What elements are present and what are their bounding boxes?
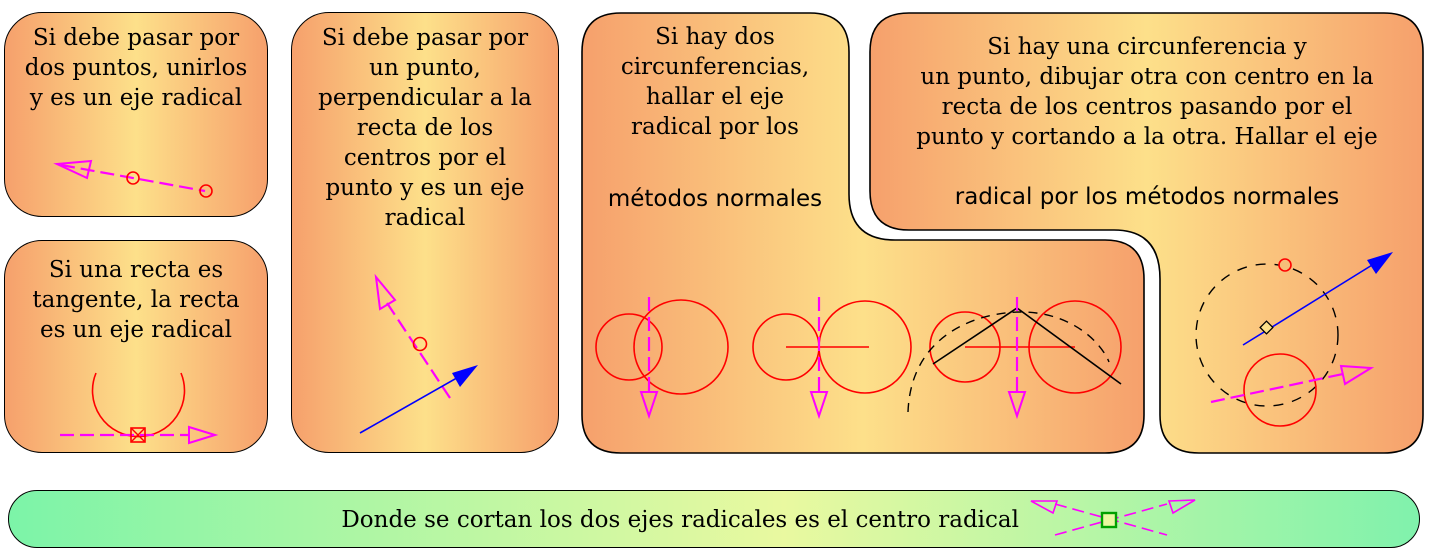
panel-two-circles-shape [581, 12, 1145, 454]
point-marker [126, 171, 140, 185]
panel-two-points: Si debe pasar por dos puntos, unirlos y … [4, 12, 268, 217]
panel-two-circles-text: Si hay dos circunferencias, hallar el ej… [620, 24, 810, 140]
auxiliary-circle [907, 311, 1110, 413]
axis-arrowhead [53, 159, 93, 180]
panel-two-circles: Si hay dos circunferencias, hallar el ej… [581, 12, 1146, 455]
panel-tangent: Si una recta es tangente, la recta es un… [4, 240, 268, 453]
axis-arrowhead [188, 425, 219, 445]
panel-two-points-text: Si debe pasar por dos puntos, unirlos y … [24, 25, 248, 111]
radical-center-diagram [1030, 499, 1196, 536]
point-marker [412, 336, 428, 352]
panel-one-point-text: Si debe pasar por un punto, perpendicula… [318, 25, 532, 231]
axis-arrowhead [1007, 391, 1027, 420]
point-marker [199, 184, 213, 198]
given-circle [1243, 353, 1317, 427]
panel-circle-point-highlight: radical por los métodos normales [954, 184, 1340, 210]
circle-point-diagram [1195, 252, 1393, 427]
radical-center-bar: Donde se cortan los dos ejes radicales e… [8, 490, 1420, 548]
axis-arrowhead [809, 391, 829, 420]
panel-one-point: Si debe pasar por un punto, perpendicula… [291, 12, 559, 453]
tangent-circle [91, 372, 186, 438]
centers-line [1242, 261, 1378, 346]
radical-axis-line [60, 163, 206, 193]
panel-circle-point-shape [869, 12, 1424, 454]
given-point-marker [1278, 258, 1292, 272]
centers-line [359, 374, 463, 434]
centers-arrowhead [452, 365, 478, 387]
radical-center-text: Donde se cortan los dos ejes radicales e… [341, 507, 1019, 533]
radical-center-marker [1100, 511, 1118, 529]
panel-two-circles-highlight: métodos normales [607, 186, 823, 212]
radical-axis-line [1210, 372, 1344, 404]
centers-arrowhead [1367, 252, 1393, 274]
axis-arrowhead [1030, 500, 1059, 515]
two-circles-diagrams [595, 297, 1122, 420]
one-point-diagram [359, 273, 478, 434]
tangent-diagram [60, 372, 219, 445]
two-points-diagram [53, 159, 213, 198]
axis-arrowhead [1339, 364, 1375, 386]
auxiliary-circle [1195, 263, 1339, 407]
panel-circle-point: Si hay una circunferencia y un punto, di… [869, 12, 1425, 455]
axis-arrowhead [1167, 499, 1196, 515]
tangent-point-cross [130, 427, 146, 443]
center-marker [1259, 320, 1274, 335]
axis-arrowhead [374, 273, 397, 311]
circle-large [633, 299, 729, 395]
tangent-point-marker [130, 427, 146, 443]
axis-arrowhead [639, 391, 659, 420]
panel-circle-point-text: Si hay una circunferencia y un punto, di… [916, 34, 1378, 150]
panel-tangent-text: Si una recta es tangente, la recta es un… [32, 257, 240, 343]
circle-small [595, 313, 663, 381]
